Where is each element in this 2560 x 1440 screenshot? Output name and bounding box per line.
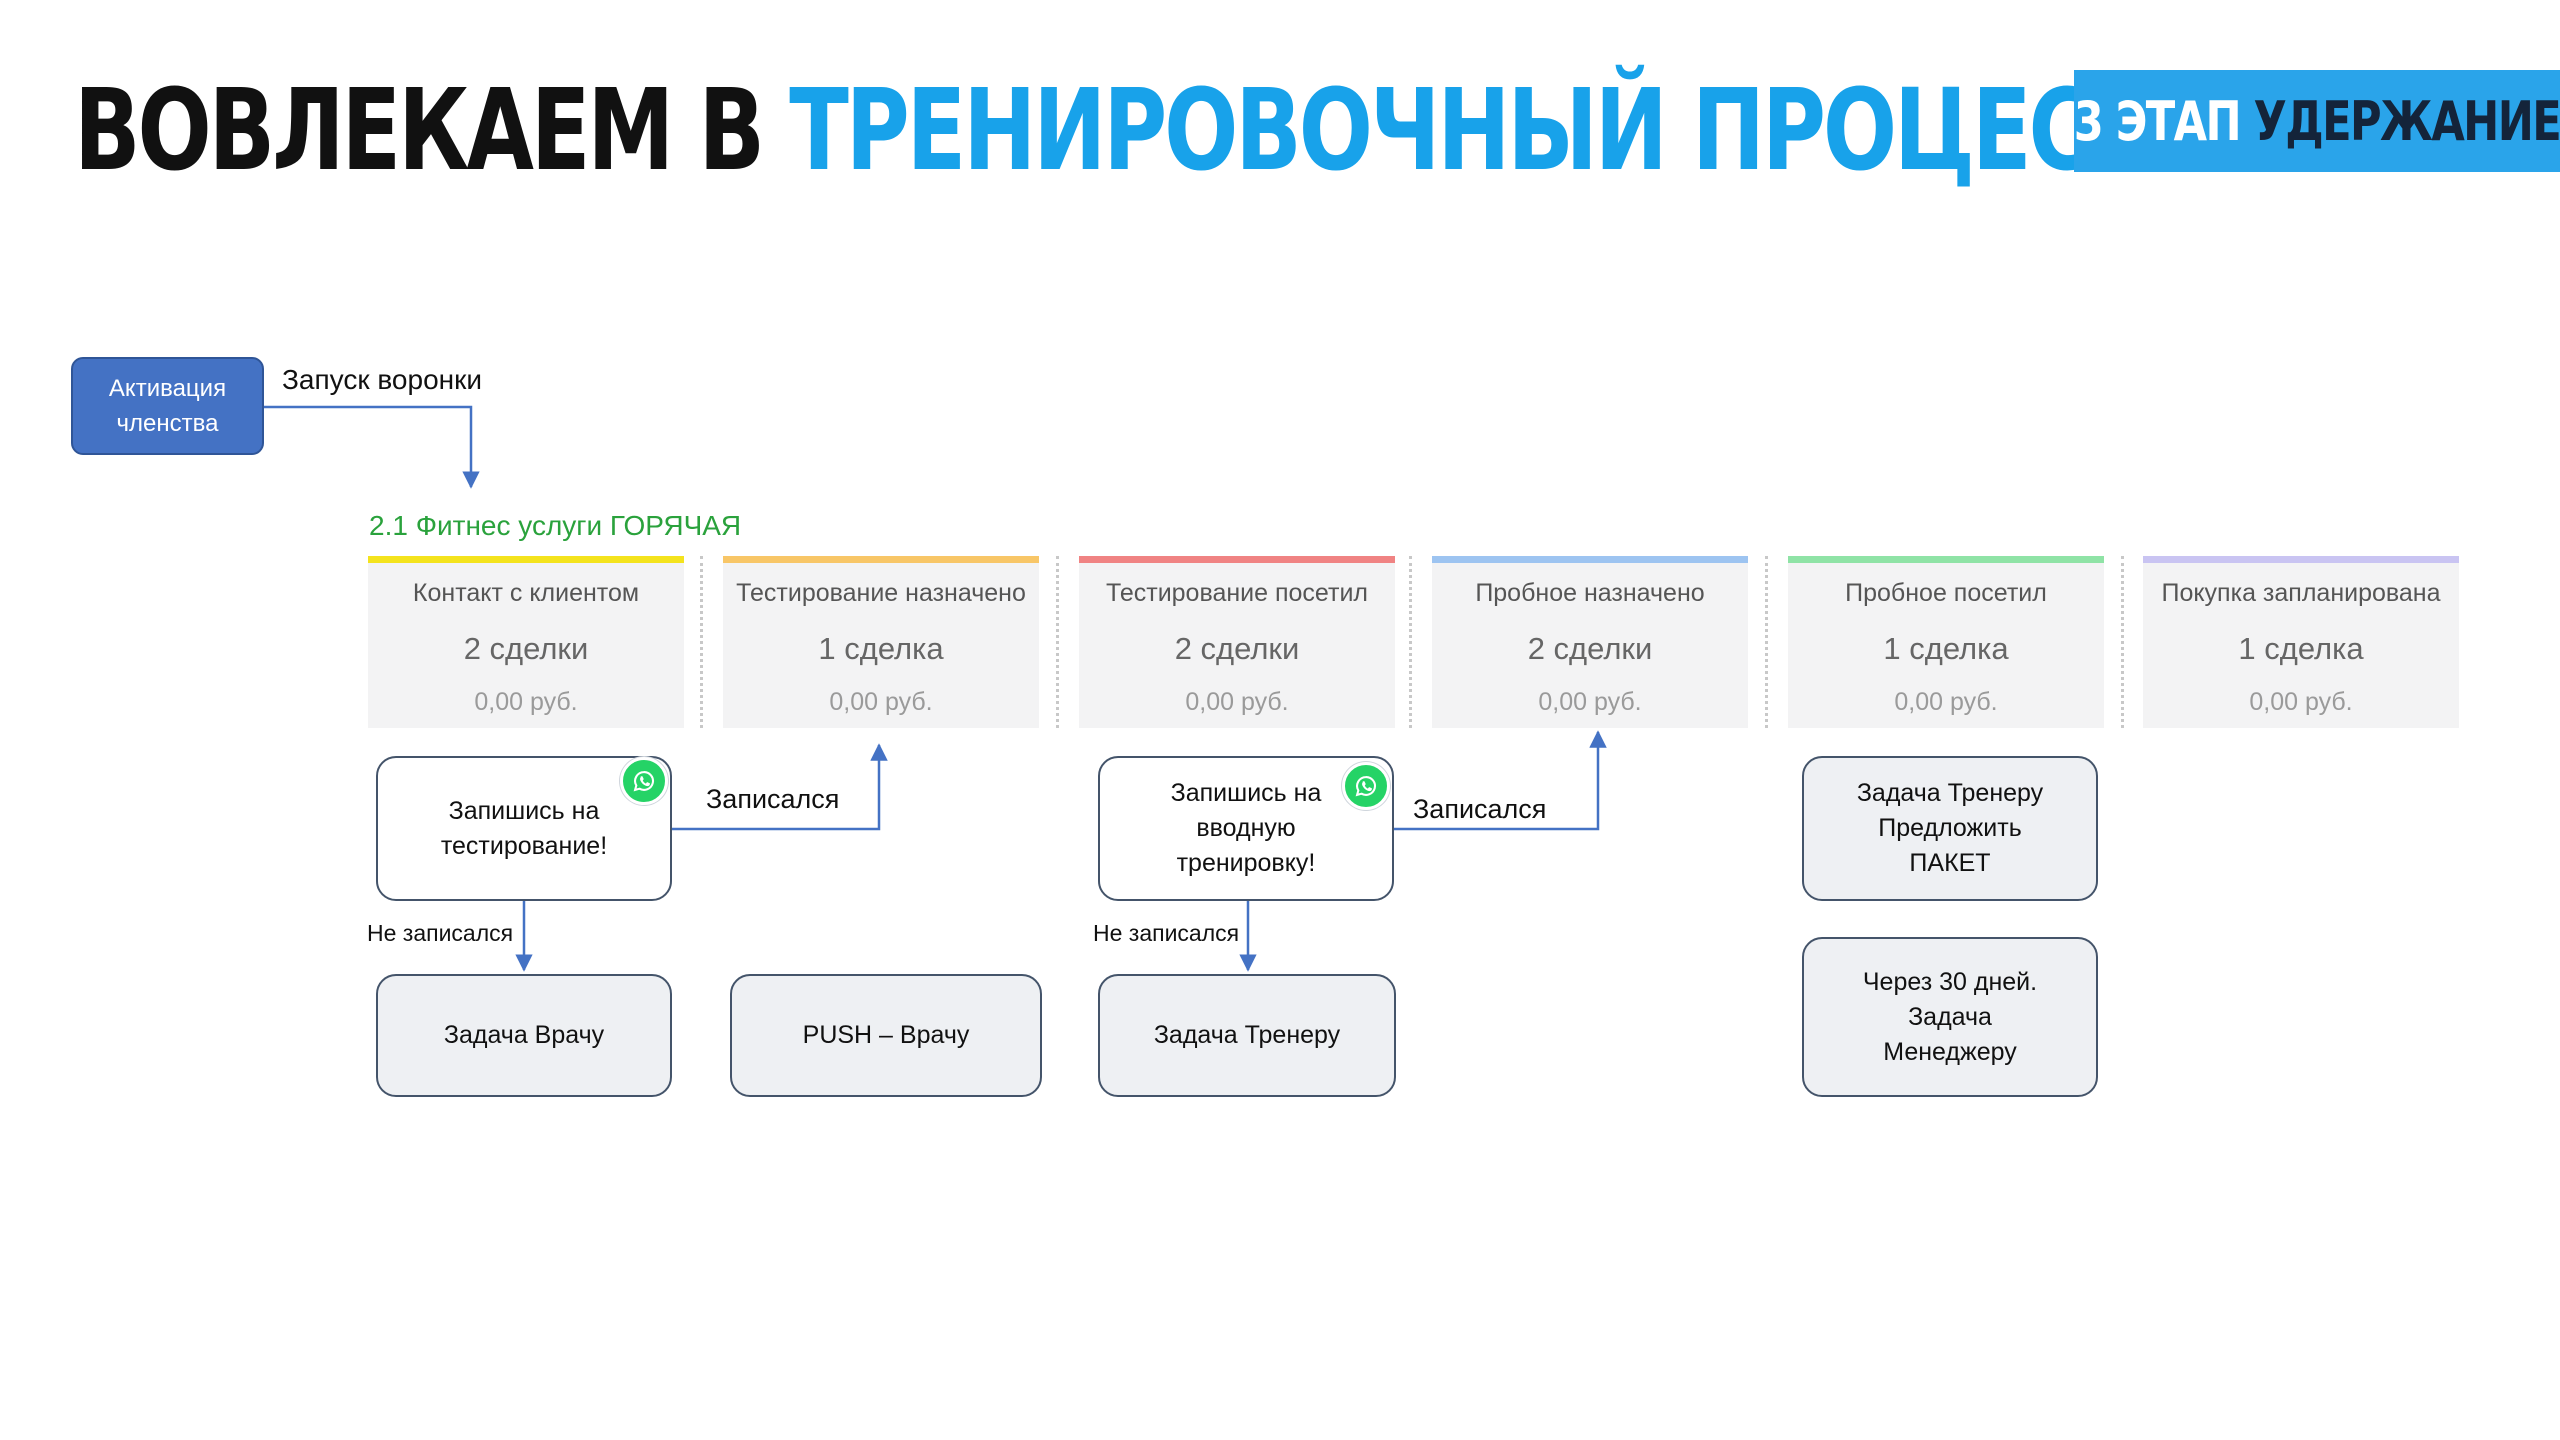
stage-deal-count: 2 сделки — [1174, 631, 1300, 666]
pipeline-stage-contact: Контакт с клиентом 2 сделки 0,00 руб. — [368, 556, 684, 728]
title-part-blue: ТРЕНИРОВОЧНЫЙ ПРОЦЕСС — [789, 66, 2153, 196]
stage-badge: 3 ЭТАП УДЕРЖАНИЕ — [2074, 70, 2560, 172]
stage-deal-count: 1 сделка — [818, 631, 944, 666]
connector-funnel-start — [264, 405, 480, 489]
connector-signed-up-1 — [672, 743, 888, 831]
funnel-start-label: Запуск воронки — [282, 364, 482, 395]
membership-activation-node: Активация членства — [71, 357, 264, 455]
title-part-black: ВОВЛЕКАЕМ В — [74, 66, 790, 196]
stage-title: Тестирование назначено — [736, 579, 1026, 607]
stage-badge-name: УДЕРЖАНИЕ — [2253, 89, 2560, 153]
stage-title: Пробное назначено — [1475, 579, 1705, 607]
whatsapp-icon — [1342, 762, 1390, 810]
stage-divider — [1409, 556, 1412, 728]
stage-divider — [1056, 556, 1059, 728]
stage-deal-count: 2 сделки — [1527, 631, 1653, 666]
page-title: ВОВЛЕКАЕМ В ТРЕНИРОВОЧНЫЙ ПРОЦЕСС — [74, 36, 2154, 226]
stage-divider — [2121, 556, 2124, 728]
stage-divider — [1765, 556, 1768, 728]
pipeline-stage-purchase-planned: Покупка запланирована 1 сделка 0,00 руб. — [2143, 556, 2459, 728]
stage-deal-count: 2 сделки — [463, 631, 589, 666]
pipeline-stage-testing-scheduled: Тестирование назначено 1 сделка 0,00 руб… — [723, 556, 1039, 728]
not-signed-up-label-1: Не записался — [367, 920, 514, 946]
whatsapp-icon — [620, 757, 668, 805]
stage-title: Тестирование посетил — [1105, 579, 1369, 607]
stage-deal-count: 1 сделка — [2238, 631, 2364, 666]
stage-sum: 0,00 руб. — [474, 688, 578, 716]
stage-sum: 0,00 руб. — [1894, 688, 1998, 716]
stage-sum: 0,00 руб. — [829, 688, 933, 716]
stage-badge-number: 3 ЭТАП — [2073, 89, 2254, 153]
stage-title: Пробное посетил — [1845, 579, 2047, 607]
stage-title: Контакт с клиентом — [412, 579, 640, 607]
pipeline-name: 2.1 Фитнес услуги ГОРЯЧАЯ — [369, 510, 742, 541]
stage-sum: 0,00 руб. — [1538, 688, 1642, 716]
connector-signed-up-2 — [1394, 730, 1607, 831]
stage-sum: 0,00 руб. — [1185, 688, 1289, 716]
task-trainer: Задача Тренеру — [1098, 974, 1396, 1097]
pipeline-stage-trial-attended: Пробное посетил 1 сделка 0,00 руб. — [1788, 556, 2104, 728]
task-manager-after-30-days: Через 30 дней. Задача Менеджеру — [1802, 937, 2098, 1097]
task-trainer-offer-package: Задача Тренеру Предложить ПАКЕТ — [1802, 756, 2098, 901]
signed-up-label-2: Записался — [1413, 794, 1547, 824]
not-signed-up-label-2: Не записался — [1093, 920, 1240, 946]
pipeline-stage-testing-attended: Тестирование посетил 2 сделки 0,00 руб. — [1079, 556, 1395, 728]
stage-sum: 0,00 руб. — [2249, 688, 2353, 716]
stage-title: Покупка запланирована — [2161, 579, 2441, 607]
stage-divider — [700, 556, 703, 728]
push-doctor: PUSH – Врачу — [730, 974, 1042, 1097]
task-doctor: Задача Врачу — [376, 974, 672, 1097]
pipeline-stage-trial-scheduled: Пробное назначено 2 сделки 0,00 руб. — [1432, 556, 1748, 728]
message-testing-signup: Запишись на тестирование! — [376, 756, 672, 901]
signed-up-label-1: Записался — [706, 784, 840, 814]
stage-deal-count: 1 сделка — [1883, 631, 2009, 666]
